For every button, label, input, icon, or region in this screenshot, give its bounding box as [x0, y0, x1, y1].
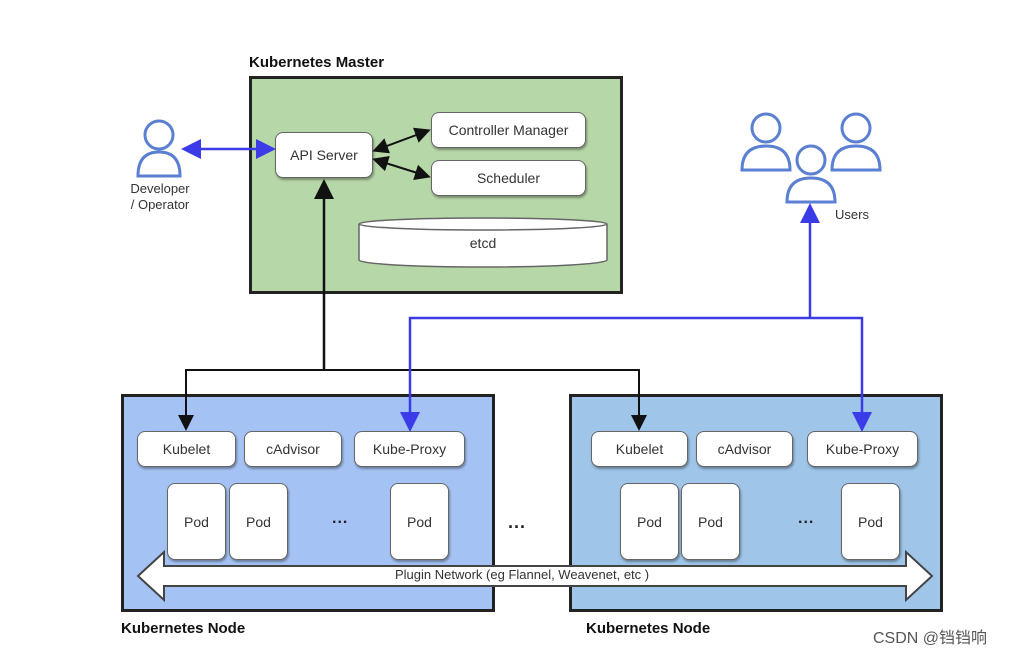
controller-manager-box: Controller Manager — [431, 112, 586, 148]
pod-box-2c: Pod — [841, 483, 900, 560]
plugin-network-label: Plugin Network (eg Flannel, Weavenet, et… — [395, 567, 650, 582]
cadvisor-box-1: cAdvisor — [244, 431, 342, 467]
master-title: Kubernetes Master — [249, 54, 385, 71]
pod-box-1b: Pod — [229, 483, 288, 560]
pod-ellipsis-1: ... — [332, 510, 349, 527]
developer-label: Developer / Operator — [118, 181, 202, 213]
pod-box-2b: Pod — [681, 483, 740, 560]
pod-ellipsis-2: ... — [798, 510, 815, 527]
users-label: Users — [835, 207, 869, 222]
pod-box-1c: Pod — [390, 483, 449, 560]
pod-box-2a: Pod — [620, 483, 679, 560]
node-2-title: Kubernetes Node — [586, 620, 711, 637]
etcd-cylinder: etcd — [357, 216, 609, 270]
api-scheduler-arrow — [372, 155, 431, 181]
scheduler-box: Scheduler — [431, 160, 586, 196]
nodes-ellipsis: ... — [508, 512, 527, 532]
kubelet-branch-line — [185, 369, 640, 427]
etcd-label: etcd — [469, 235, 497, 251]
developer-icon — [136, 119, 182, 178]
kube-proxy-branch-line — [408, 316, 864, 427]
developer-label-line1: Developer — [130, 181, 190, 196]
etcd-cylinder-shape — [358, 217, 608, 268]
api-controller-arrow — [372, 127, 431, 154]
plugin-network-arrow — [136, 549, 934, 603]
pod-box-1a: Pod — [167, 483, 226, 560]
kube-proxy-box-2: Kube-Proxy — [807, 431, 918, 467]
developer-label-line2: / Operator — [130, 197, 190, 212]
kubelet-box-2: Kubelet — [591, 431, 688, 467]
node-1-title: Kubernetes Node — [121, 620, 246, 637]
cadvisor-box-2: cAdvisor — [696, 431, 793, 467]
kubelet-box-1: Kubelet — [137, 431, 236, 467]
watermark: CSDN @铛铛响 — [873, 630, 988, 647]
kube-proxy-box-1: Kube-Proxy — [354, 431, 465, 467]
users-icon — [740, 112, 882, 204]
